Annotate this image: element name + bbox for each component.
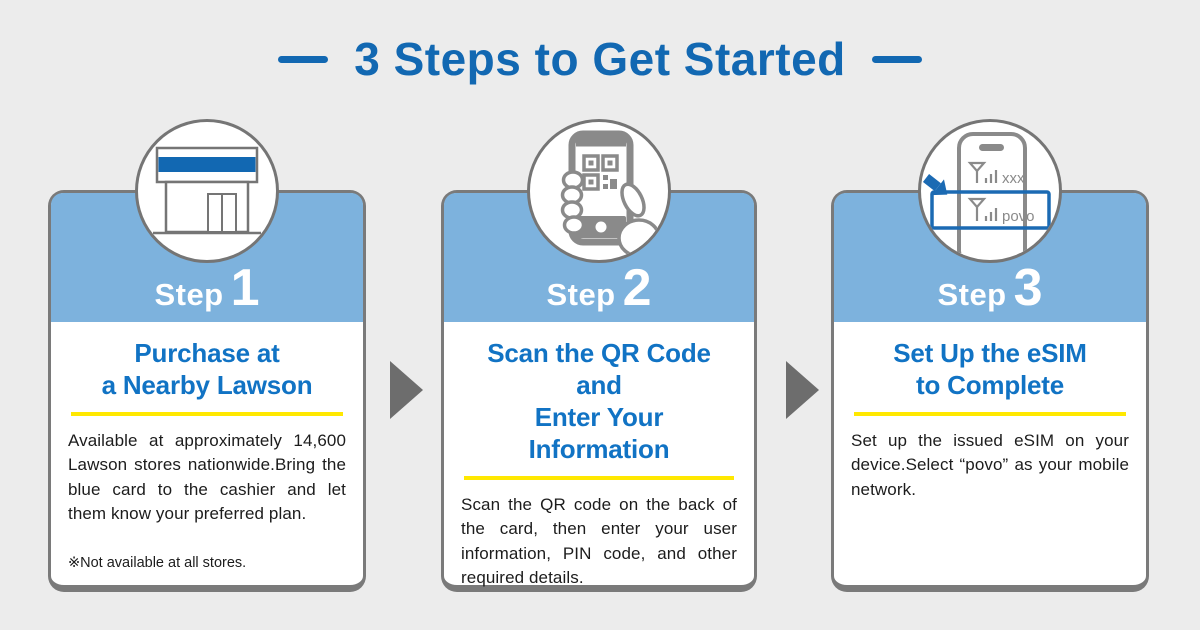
flow-arrow-icon-2 [786, 361, 819, 419]
step1-title-line1: Purchase at [134, 338, 280, 368]
step3-title-line2: to Complete [915, 369, 1065, 400]
esim-setup-phone-icon: xxx povo [923, 132, 1051, 253]
step3-label-row: Step 3 [834, 262, 1146, 314]
step2-icon-circle [527, 119, 671, 263]
step2-number: 2 [622, 259, 652, 317]
step2-label-row: Step 2 [444, 262, 754, 314]
lawson-store-icon [153, 146, 261, 235]
step1-note: ※Not available at all stores. [68, 555, 247, 571]
selection-arrow-icon [923, 174, 948, 196]
step2-label: Step [546, 277, 616, 312]
qr-scan-phone-icon [560, 130, 657, 254]
network-label-xxx: xxx [1002, 170, 1025, 187]
flow-arrow-icon-1 [390, 361, 423, 419]
step1-number: 1 [230, 259, 260, 317]
step1-description: Available at approximately 14,600 Lawson… [68, 430, 346, 524]
network-label-povo: povo [1002, 208, 1035, 225]
step3-number: 3 [1013, 259, 1043, 317]
step1-title-underline [71, 411, 343, 416]
step-card-1: Step 1 Purchase at a Nearby Lawson Avail… [48, 119, 366, 592]
page-title: 3 Steps to Get Started [354, 33, 846, 85]
step3-title-underline [854, 411, 1126, 416]
title-dash-left [278, 55, 329, 63]
step1-label-row: Step 1 [51, 262, 363, 314]
step3-icon-circle: xxx povo [918, 119, 1062, 263]
step-card-2: Step 2 [441, 119, 757, 592]
step3-title-line1: Set Up the eSIM [893, 338, 1087, 368]
step1-title: Purchase at a Nearby Lawson [68, 338, 346, 402]
step2-title: Scan the QR Code and Enter Your Informat… [461, 338, 737, 466]
step2-title-line2: Enter Your Information [528, 401, 670, 464]
step1-icon-circle [135, 119, 279, 263]
step3-body: Set Up the eSIM to Complete Set up the i… [834, 322, 1146, 585]
step1-title-line2: a Nearby Lawson [101, 369, 313, 400]
step3-label: Step [937, 277, 1007, 312]
step3-title: Set Up the eSIM to Complete [851, 338, 1129, 402]
step1-body: Purchase at a Nearby Lawson Available at… [51, 322, 363, 585]
step-card-3: Step 3 xxx [831, 119, 1149, 592]
title-dash-right [871, 55, 922, 63]
step3-description: Set up the issued eSIM on your device.Se… [851, 430, 1129, 499]
page-title-row: 3 Steps to Get Started [0, 36, 1200, 82]
step1-label: Step [154, 277, 224, 312]
step2-title-line1: Scan the QR Code and [487, 338, 711, 400]
step2-description: Scan the QR code on the back of the card… [461, 494, 737, 588]
step2-title-underline [464, 475, 734, 480]
step2-body: Scan the QR Code and Enter Your Informat… [444, 322, 754, 587]
